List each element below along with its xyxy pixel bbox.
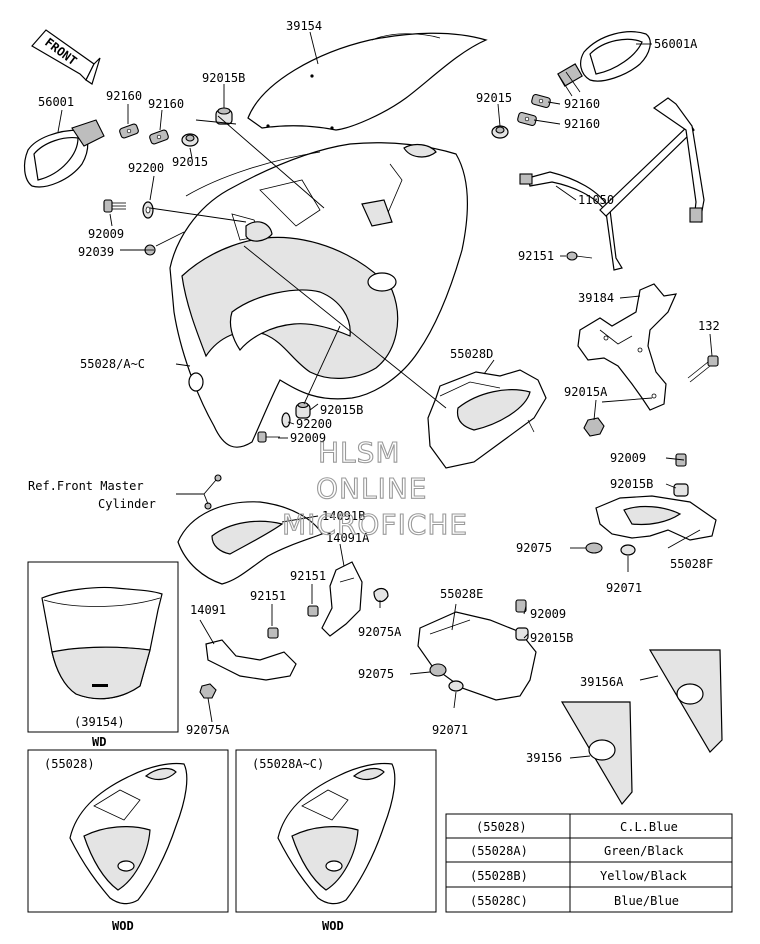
watermark-line3: MICROFICHE [282, 508, 468, 541]
washer-92200-left [142, 201, 154, 219]
bracket-39184 [577, 283, 678, 411]
label-11050: 11050 [578, 193, 614, 207]
cover-14091A [307, 561, 389, 637]
label-92160-a: 92160 [106, 89, 142, 103]
washers-right [517, 93, 551, 127]
label-55028D: 55028D [450, 347, 493, 361]
label-92015-a: 92015 [476, 91, 512, 105]
side-cover-55028F [585, 453, 717, 556]
label-39156A: 39156A [580, 675, 624, 689]
variant-box-2-part: (55028A~C) [252, 757, 324, 771]
windshield-inset-caption: WD [92, 735, 106, 749]
label-39156: 39156 [526, 751, 562, 765]
label-132: 132 [698, 319, 720, 333]
label-92015B-b: 92015B [320, 403, 363, 417]
color-table-row-3-code: (55028B) [470, 869, 528, 883]
bolt-92009-left [103, 199, 126, 213]
label-ref-line1: Ref.Front Master [28, 479, 144, 493]
label-ref-line2: Cylinder [98, 497, 156, 511]
variant-box-2-caption: WOD [322, 919, 344, 933]
washers-left [119, 123, 169, 145]
watermark-line1: HLSM [318, 436, 401, 469]
label-92151-c: 92151 [250, 589, 286, 603]
inner-cover-55028D [427, 369, 547, 469]
label-92200-a: 92200 [128, 161, 164, 175]
windshield-inset: (39154) WD [27, 561, 179, 749]
color-table-row-1-code: (55028) [476, 820, 527, 834]
label-92015B-a: 92015B [202, 71, 245, 85]
bolt-92009-lower [257, 431, 280, 443]
label-56001: 56001 [38, 95, 74, 109]
label-92015B-d: 92015B [530, 631, 573, 645]
side-cover-55028E [417, 599, 537, 701]
label-55028F: 55028F [670, 557, 713, 571]
label-92075A-a: 92075A [358, 625, 402, 639]
color-table-row-2-code: (55028A) [470, 844, 528, 858]
label-92015B-c: 92015B [610, 477, 653, 491]
label-92009-c: 92009 [610, 451, 646, 465]
leader-lines [57, 31, 713, 759]
label-55028E: 55028E [440, 587, 483, 601]
label-92075A-b: 92075A [186, 723, 230, 737]
label-92009-a: 92009 [88, 227, 124, 241]
fender-14091B [177, 474, 323, 585]
label-92160-b: 92160 [148, 97, 184, 111]
bolt-132 [687, 355, 719, 383]
pad-39156 [560, 701, 633, 806]
label-92009-d: 92009 [530, 607, 566, 621]
grommet-left [181, 133, 199, 147]
windshield-part [247, 32, 488, 131]
label-92160-d: 92160 [564, 117, 600, 131]
label-92160-c: 92160 [564, 97, 600, 111]
stay-11050 [519, 97, 705, 271]
label-92009-b: 92009 [290, 431, 326, 445]
label-92075-b: 92075 [358, 667, 394, 681]
windshield-inset-part: (39154) [74, 715, 125, 729]
color-table: (55028) C.L.Blue (55028A) Green/Black (5… [445, 813, 733, 913]
label-92075-a: 92075 [516, 541, 552, 555]
label-92039: 92039 [78, 245, 114, 259]
label-92015-b: 92015 [172, 155, 208, 169]
label-39184: 39184 [578, 291, 614, 305]
mirror-left-part [23, 119, 105, 188]
variant-box-55028: (55028) WOD [27, 749, 229, 933]
color-table-row-4-code: (55028C) [470, 894, 528, 908]
grommet-92015B-top [215, 107, 233, 125]
upper-cowling-part [169, 142, 468, 448]
screw-92039 [144, 244, 156, 256]
label-92071-a: 92071 [606, 581, 642, 595]
label-92015A-a: 92015A [564, 385, 608, 399]
label-92151-a: 92151 [518, 249, 554, 263]
label-92151-b: 92151 [290, 569, 326, 583]
grommet-right [491, 125, 509, 139]
label-92200-b: 92200 [296, 417, 332, 431]
cover-14091 [199, 627, 297, 699]
washer-92200-lower [281, 412, 291, 428]
watermark: HLSM ONLINE MICROFICHE [281, 435, 468, 541]
color-table-row-3-color: Yellow/Black [600, 869, 687, 883]
watermark-line2: ONLINE [316, 472, 427, 505]
label-14091: 14091 [190, 603, 226, 617]
grommet-92015B-lower [295, 401, 311, 419]
color-table-row-1-color: C.L.Blue [620, 820, 678, 834]
variant-box-1-caption: WOD [112, 919, 134, 933]
variant-box-55028A-C: (55028A~C) WOD [235, 749, 437, 933]
label-55028AC: 55028/A~C [80, 357, 145, 371]
label-14091B: 14091B [322, 509, 365, 523]
label-14091A: 14091A [326, 531, 370, 545]
nut-92015A [583, 417, 605, 437]
color-table-row-4-color: Blue/Blue [614, 894, 679, 908]
label-39154: 39154 [286, 19, 322, 33]
color-table-row-2-color: Green/Black [604, 844, 684, 858]
front-direction-arrow: FRONT [31, 29, 101, 85]
pad-39156A [648, 649, 723, 753]
part-labels: 39154 56001A 56001 92160 92160 92015B 92… [28, 19, 720, 765]
label-56001A: 56001A [654, 37, 698, 51]
mirror-right-part [557, 31, 651, 97]
variant-box-1-part: (55028) [44, 757, 95, 771]
label-92071-b: 92071 [432, 723, 468, 737]
bolt-92151-stay [566, 251, 593, 261]
